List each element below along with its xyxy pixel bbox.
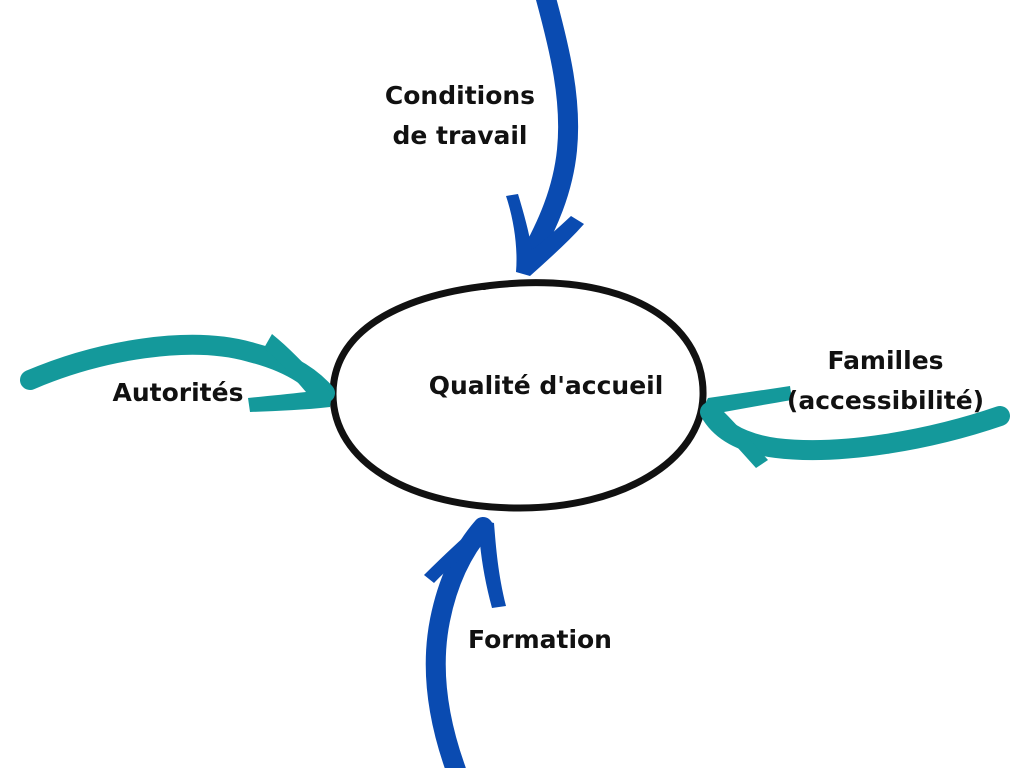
factor-label-line: (accessibilité) bbox=[786, 386, 985, 415]
center-ellipse-overlap-stroke bbox=[482, 281, 557, 290]
center-label-text: Qualité d'accueil bbox=[428, 371, 664, 400]
factor-label-right: Familles (accessibilité) bbox=[778, 341, 993, 421]
factor-label-top: Conditions de travail bbox=[360, 76, 560, 156]
arrow-bottom-head bbox=[424, 520, 506, 608]
factor-label-line: Autorités bbox=[112, 378, 244, 407]
center-ellipse bbox=[329, 279, 707, 512]
factor-label-line: Conditions bbox=[384, 81, 536, 110]
factor-label-bottom: Formation bbox=[452, 620, 628, 660]
arrow-right-head bbox=[702, 386, 792, 468]
arrow-left-head bbox=[248, 334, 332, 412]
factor-label-left: Autorités bbox=[98, 373, 258, 413]
arrow-top-shaft bbox=[517, 0, 579, 272]
factor-label-line: Formation bbox=[468, 625, 612, 654]
factor-label-line: de travail bbox=[392, 121, 528, 150]
center-label: Qualité d'accueil bbox=[418, 366, 674, 406]
arrow-top-head bbox=[506, 194, 584, 276]
factor-label-line: Familles bbox=[827, 346, 944, 375]
